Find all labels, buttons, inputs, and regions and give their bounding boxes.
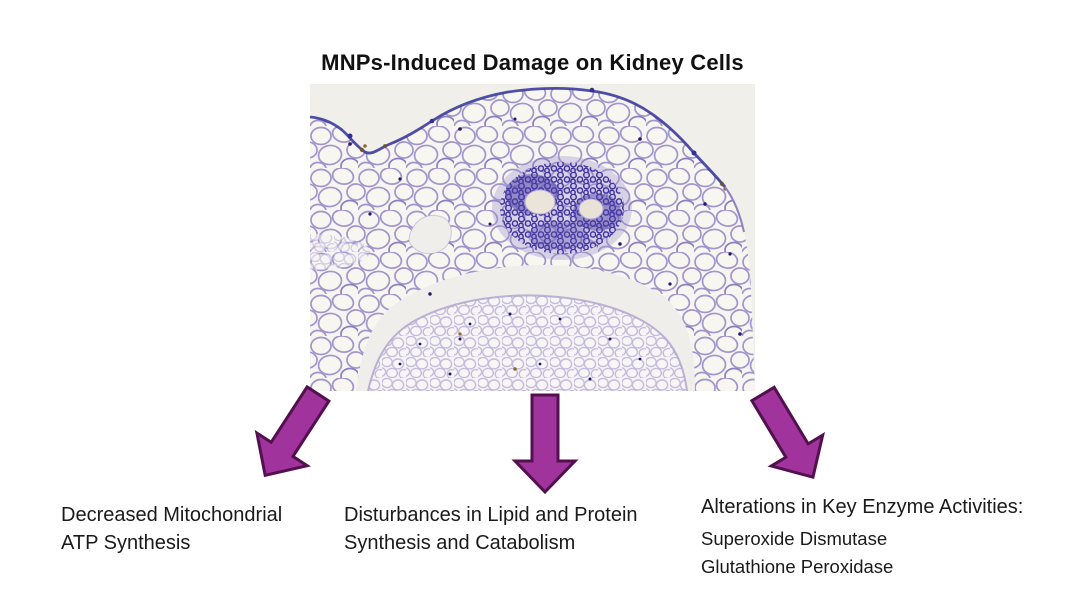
effect-enzymes-item1: Superoxide Dismutase	[701, 528, 888, 549]
effect-atp-synthesis: Decreased Mitochondrial ATP Synthesis	[61, 501, 282, 557]
effect-enzymes-item2: Glutathione Peroxidase	[701, 555, 894, 577]
down-arrow-icon	[513, 393, 577, 494]
effect-lipid-line1: Disturbances in Lipid and Protein	[344, 504, 638, 526]
down-right-arrow-icon	[735, 377, 841, 495]
effect-atp-line2: ATP Synthesis	[61, 532, 191, 554]
effect-lipid-protein: Disturbances in Lipid and Protein Synthe…	[344, 501, 638, 557]
figure-title: MNPs-Induced Damage on Kidney Cells	[321, 50, 744, 75]
effect-enzymes-heading: Alterations in Key Enzyme Activities:	[701, 496, 1024, 518]
effect-atp-line1: Decreased Mitochondrial	[61, 504, 283, 526]
effect-lipid-line2: Synthesis and Catabolism	[344, 532, 576, 554]
down-left-arrow-icon	[238, 376, 345, 494]
kidney-micrograph	[310, 84, 755, 391]
effect-enzyme-activities: Alterations in Key Enzyme Activities: Su…	[701, 493, 1023, 580]
